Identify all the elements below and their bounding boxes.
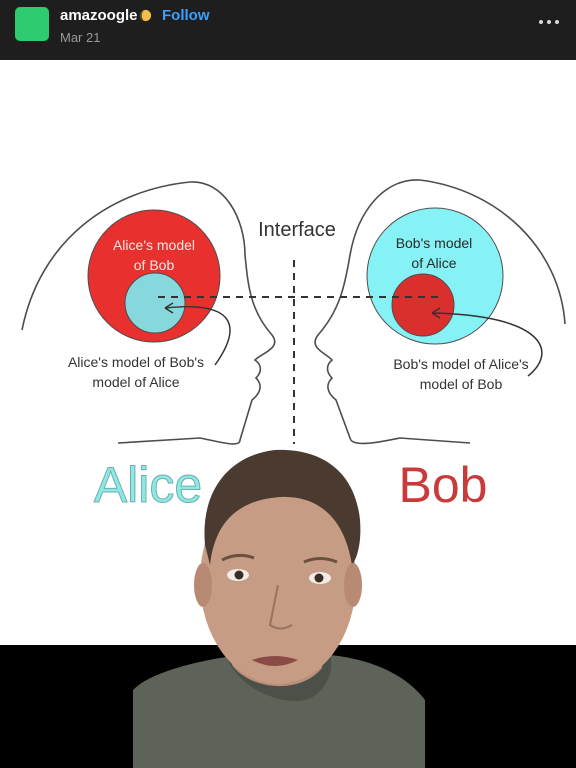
alice-nested-circle xyxy=(124,272,186,334)
bob-nested-label-2: model of Bob xyxy=(420,376,503,392)
bob-name: Bob xyxy=(399,457,488,513)
alice-head-outline xyxy=(21,181,276,445)
post-header: amazoogle Follow Mar 21 xyxy=(0,0,576,60)
alice-name: Alice xyxy=(94,457,202,513)
bob-model-label-1: Bob's model xyxy=(396,235,473,251)
alice-nested-label-2: model of Alice xyxy=(92,374,179,390)
post-date: Mar 21 xyxy=(60,30,101,45)
more-horizontal-icon[interactable] xyxy=(538,13,560,31)
theory-of-mind-diagram: Alice's model of Bob Bob's model of Alic… xyxy=(21,179,566,514)
username[interactable]: amazoogle xyxy=(60,7,138,24)
follow-button[interactable]: Follow xyxy=(162,7,210,24)
bob-nested-circle xyxy=(391,273,455,337)
alice-model-label-1: Alice's model xyxy=(113,237,195,253)
bob-arrow xyxy=(431,312,543,377)
interface-label: Interface xyxy=(258,219,336,241)
moon-icon xyxy=(139,9,152,22)
bob-nested-label-1: Bob's model of Alice's xyxy=(393,356,528,372)
bob-model-label-2: of Alice xyxy=(411,255,456,271)
bob-head-outline xyxy=(314,179,566,445)
alice-model-label-2: of Bob xyxy=(134,257,175,273)
alice-nested-label-1: Alice's model of Bob's xyxy=(68,354,204,370)
avatar[interactable] xyxy=(15,7,49,41)
alice-arrow xyxy=(164,306,231,366)
